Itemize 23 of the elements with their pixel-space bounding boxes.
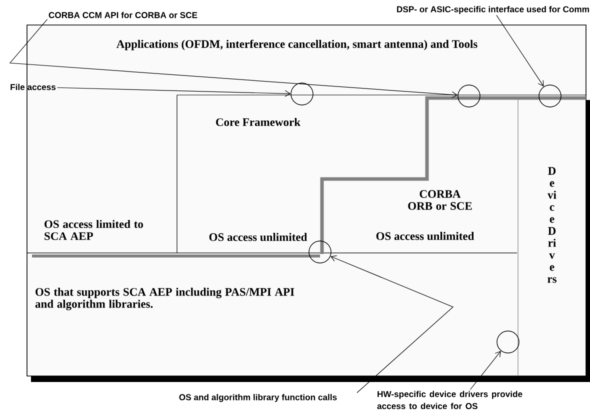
marker-circle — [496, 330, 520, 354]
region-label: OS access unlimited — [209, 232, 308, 242]
callout-label: OS and algorithm library function calls — [179, 394, 337, 402]
leader-arrow — [496, 14, 544, 87]
region-label: CORBA ORB or SCE — [408, 190, 472, 210]
marker-circle — [538, 84, 562, 108]
leader-arrow — [330, 255, 454, 394]
callout-label: HW-specific device drivers provide access to device for OS — [377, 390, 522, 410]
region-label: Device Drivers — [548, 167, 556, 283]
region-label: OS that supports SCA AEP including PAS/MPI API and algorithm libraries. — [35, 288, 294, 310]
region-label: Applications (OFDM, interference cancellation, smart antenna) and Tools — [116, 40, 478, 50]
callout-label: CORBA CCM API for CORBA or SCE — [48, 12, 198, 18]
region-label: OS access limited to SCA AEP — [44, 220, 143, 240]
region-label: Core Framework — [216, 118, 300, 126]
region-label: OS access unlimited — [376, 232, 474, 240]
marker-circle — [308, 240, 332, 264]
leader-arrow — [56, 87, 291, 97]
callout-label: File access — [10, 84, 56, 90]
marker-circle — [458, 84, 480, 108]
marker-circle — [290, 82, 314, 106]
leader-arrow — [9, 19, 458, 98]
callout-label: DSP- or ASIC-specific interface used for Comm — [397, 6, 589, 14]
leader-arrow — [470, 350, 501, 390]
